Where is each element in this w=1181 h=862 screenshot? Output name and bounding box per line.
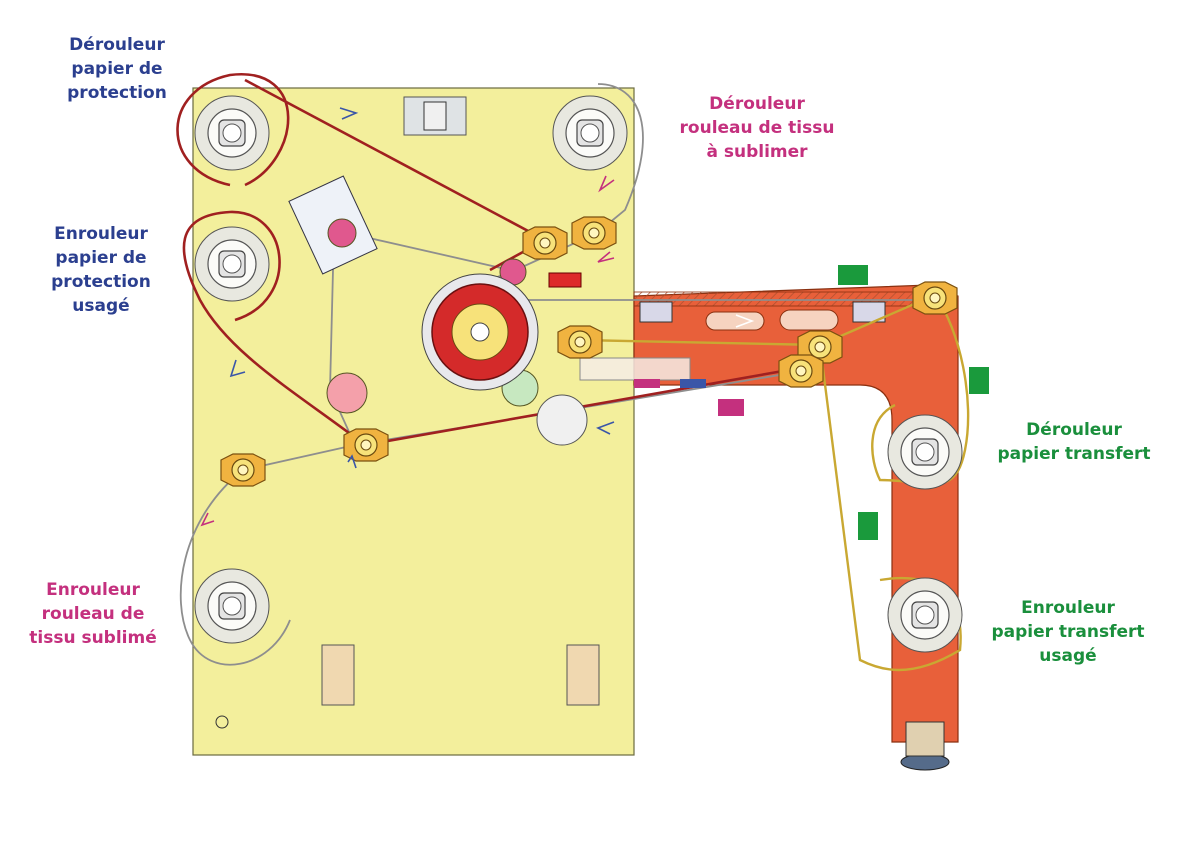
- label-derouleur-transfert: Dérouleur papier transfert: [988, 418, 1160, 466]
- marker-magenta-top: [634, 379, 660, 388]
- label-line: usagé: [72, 296, 130, 316]
- guide-roller-8: [912, 281, 958, 315]
- roller-derouleur-transfert: [887, 414, 963, 490]
- label-line: usagé: [1039, 646, 1097, 666]
- pink-roller-top: [327, 218, 357, 248]
- marker-green-top: [838, 265, 868, 285]
- guide-roller-7: [220, 453, 266, 487]
- guide-roller-3: [557, 325, 603, 359]
- arm-bracket-right: [852, 301, 886, 323]
- transfer-arm: [633, 284, 959, 743]
- label-line: papier transfert: [997, 444, 1151, 464]
- label-line: Dérouleur: [69, 35, 165, 55]
- direction-arrows: [200, 107, 755, 527]
- label-line: protection: [67, 83, 167, 103]
- label-derouleur-protection: Dérouleur papier de protection: [55, 33, 179, 105]
- arm-slot-left: [705, 311, 765, 331]
- roller-enrouleur-transfert: [887, 577, 963, 653]
- label-line: tissu sublimé: [29, 628, 157, 648]
- roller-derouleur-tissu: [552, 95, 628, 171]
- label-line: Dérouleur: [709, 94, 805, 114]
- label-line: rouleau de tissu: [679, 118, 835, 138]
- label-line: rouleau de: [41, 604, 145, 624]
- roller-enrouleur-protection: [194, 226, 270, 302]
- cam-plate: [536, 394, 588, 446]
- corner-hole: [215, 715, 229, 729]
- label-line: papier de: [55, 248, 147, 268]
- pink-roller-bottom: [326, 372, 368, 414]
- red-sensor: [548, 272, 582, 288]
- marker-green-mid: [858, 512, 878, 540]
- roller-enrouleur-tissu: [194, 568, 270, 644]
- label-line: protection: [51, 272, 151, 292]
- arm-slot-right: [779, 309, 839, 331]
- label-line: à sublimer: [706, 142, 808, 162]
- press-bar: [579, 357, 691, 381]
- guide-roller-6: [343, 428, 389, 462]
- bottom-plate-left: [321, 644, 355, 706]
- roller-derouleur-protection: [194, 95, 270, 171]
- label-line: Enrouleur: [1021, 598, 1115, 618]
- arm-bracket-left: [639, 301, 673, 323]
- label-enrouleur-protection: Enrouleur papier de protection usagé: [38, 222, 164, 318]
- label-line: Dérouleur: [1026, 420, 1122, 440]
- top-bracket-window: [423, 101, 447, 131]
- marker-magenta: [718, 399, 744, 416]
- label-derouleur-tissu: Dérouleur rouleau de tissu à sublimer: [670, 92, 844, 164]
- bottom-plate-right: [566, 644, 600, 706]
- label-enrouleur-transfert: Enrouleur papier transfert usagé: [980, 596, 1156, 668]
- label-line: papier transfert: [991, 622, 1145, 642]
- guide-roller-2: [571, 216, 617, 250]
- foot-stem: [905, 721, 945, 757]
- guide-roller-1: [522, 226, 568, 260]
- guide-roller-5: [778, 354, 824, 388]
- label-line: papier de: [71, 59, 163, 79]
- drum-center: [470, 322, 490, 342]
- label-enrouleur-tissu: Enrouleur rouleau de tissu sublimé: [22, 578, 164, 650]
- marker-blue: [680, 379, 706, 388]
- label-line: Enrouleur: [46, 580, 140, 600]
- marker-green-right: [969, 367, 989, 394]
- label-line: Enrouleur: [54, 224, 148, 244]
